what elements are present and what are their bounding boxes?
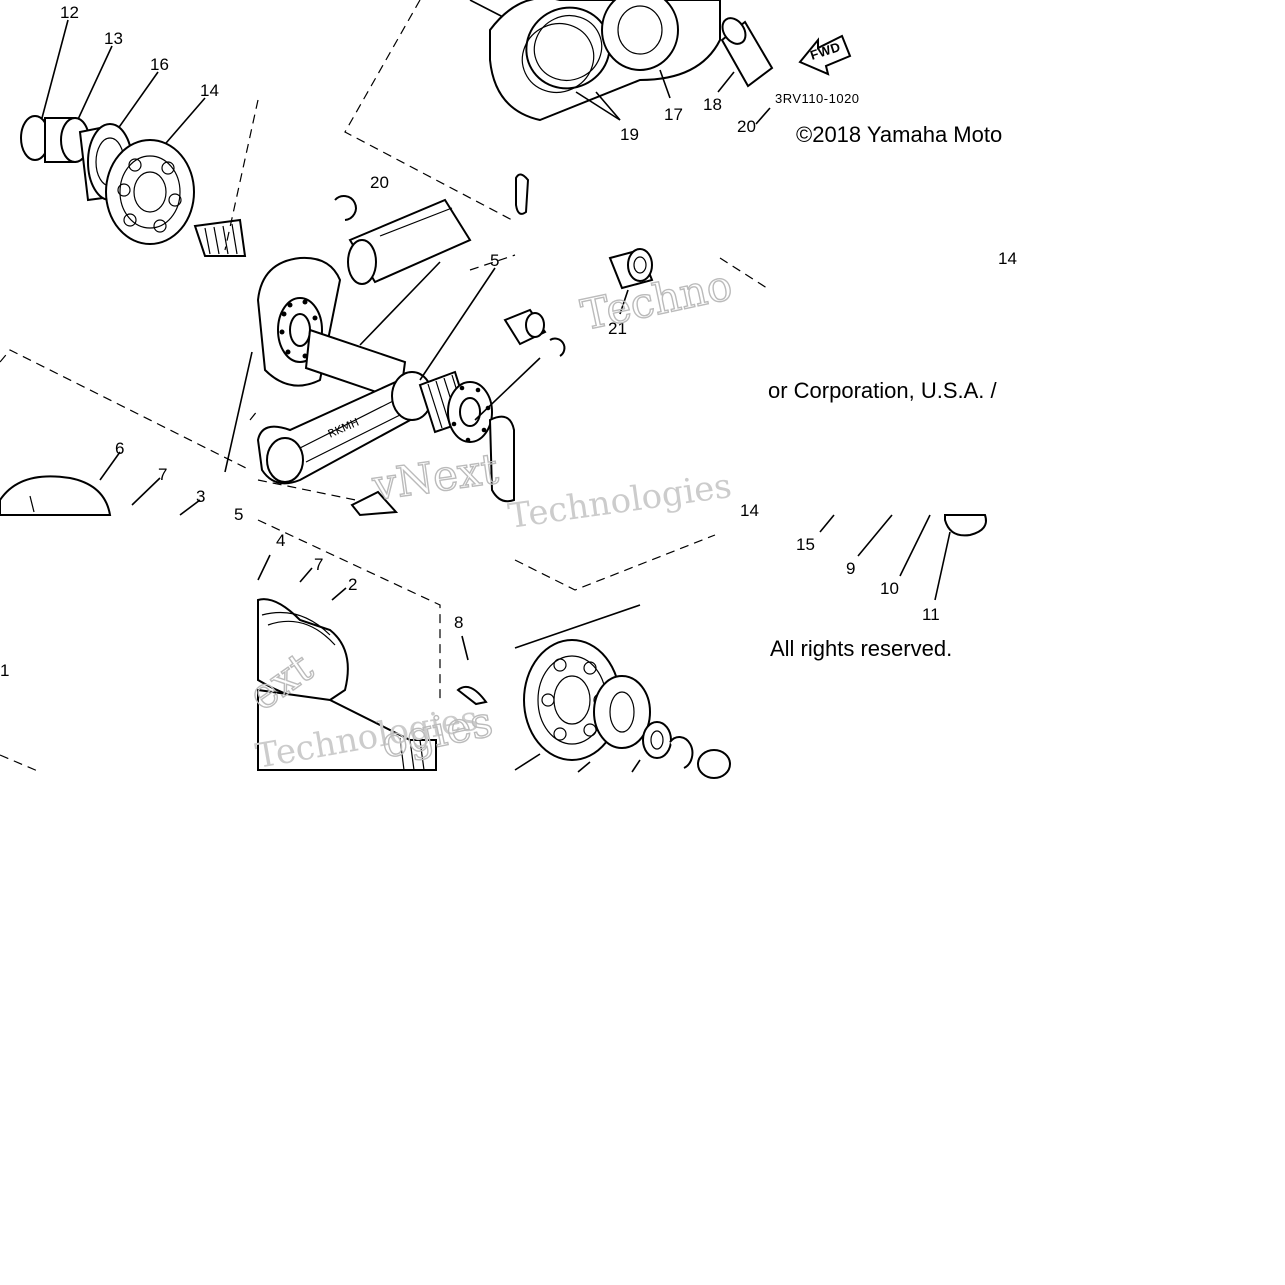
callout-18: 18 (703, 95, 722, 114)
tile-top-middle: 20 (334, 0, 513, 285)
callout-5b: 5 (490, 251, 499, 270)
callout-9: 9 (846, 559, 855, 578)
callout-14b: 14 (998, 249, 1017, 268)
tile-middle-right: 21 14 or Corporation, U.S.A. / (515, 173, 1017, 403)
callout-14c: 14 (740, 501, 759, 520)
copyright-line-2: or Corporation, U.S.A. / (768, 378, 998, 403)
copyright-line-1: ©2018 Yamaha Moto (796, 122, 1002, 147)
watermark-text-1: vNext (369, 444, 502, 510)
tile-bottom-right: 15 9 10 11 All rights reserved. (770, 514, 987, 661)
callout-7a: 7 (158, 465, 167, 484)
callout-19: 19 (620, 125, 639, 144)
callout-1: 1 (0, 661, 9, 680)
callout-17: 17 (664, 105, 683, 124)
callout-10: 10 (880, 579, 899, 598)
tile-middle-left: 6 7 3 5 (0, 349, 253, 524)
tile-bottom-left: 4 7 2 8 1 (0, 519, 488, 773)
callout-4: 4 (276, 531, 285, 550)
callout-15: 15 (796, 535, 815, 554)
watermark-text-6: ogies (377, 697, 497, 768)
callout-20b: 20 (737, 117, 756, 136)
callout-3: 3 (196, 487, 205, 506)
diagram-code: 3RV110-1020 (775, 91, 860, 106)
callout-5a: 5 (234, 505, 243, 524)
callout-8: 8 (454, 613, 463, 632)
copyright-line-3: All rights reserved. (770, 636, 952, 661)
tile-top-left: 12 13 16 14 (20, 3, 259, 257)
callout-12: 12 (60, 3, 79, 22)
watermark-text-2: Technologies (506, 466, 734, 537)
tile-top-right: FWD 19 17 18 20 3RV110-1020 ©2018 Yamaha… (489, 0, 1002, 147)
callout-6: 6 (115, 439, 124, 458)
tile-center: RKMH 5 (249, 251, 566, 517)
callout-2: 2 (348, 575, 357, 594)
callout-11: 11 (922, 605, 940, 624)
callout-14: 14 (200, 81, 219, 100)
tile-bottom-middle: 14 (514, 501, 759, 779)
callout-20a: 20 (370, 173, 389, 192)
callout-16: 16 (150, 55, 169, 74)
callout-13: 13 (104, 29, 123, 48)
watermark-text-3: Techno (577, 260, 736, 340)
callout-21: 21 (608, 319, 627, 338)
callout-7b: 7 (314, 555, 323, 574)
